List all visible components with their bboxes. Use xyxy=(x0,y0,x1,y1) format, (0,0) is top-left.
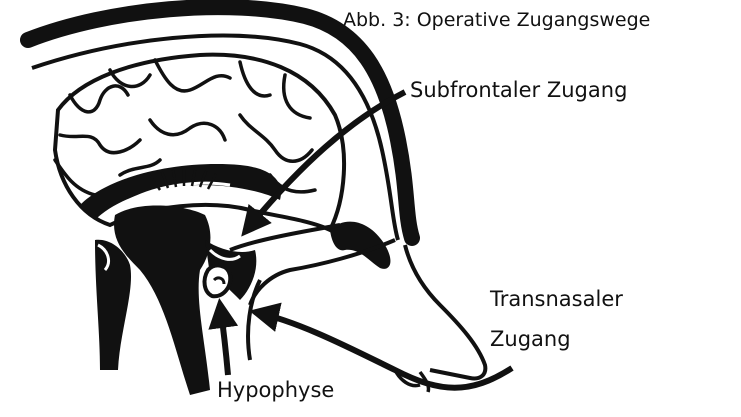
figure-caption: Abb. 3: Operative Zugangswege xyxy=(343,11,650,30)
transnasal-label-line1: Transnasaler xyxy=(490,289,623,310)
nasal-bridge xyxy=(250,240,395,305)
hypophyse-label: Hypophyse xyxy=(217,380,334,401)
pituitary xyxy=(205,265,231,296)
subfrontal-arrow xyxy=(245,92,405,232)
hypophyse-arrow xyxy=(220,304,228,375)
subfrontal-label: Subfrontaler Zugang xyxy=(410,80,627,101)
transnasal-label-line2: Zugang xyxy=(490,329,571,350)
nose-profile xyxy=(405,245,485,378)
transnasal-arrow xyxy=(255,312,512,388)
cerebellum xyxy=(95,240,131,370)
